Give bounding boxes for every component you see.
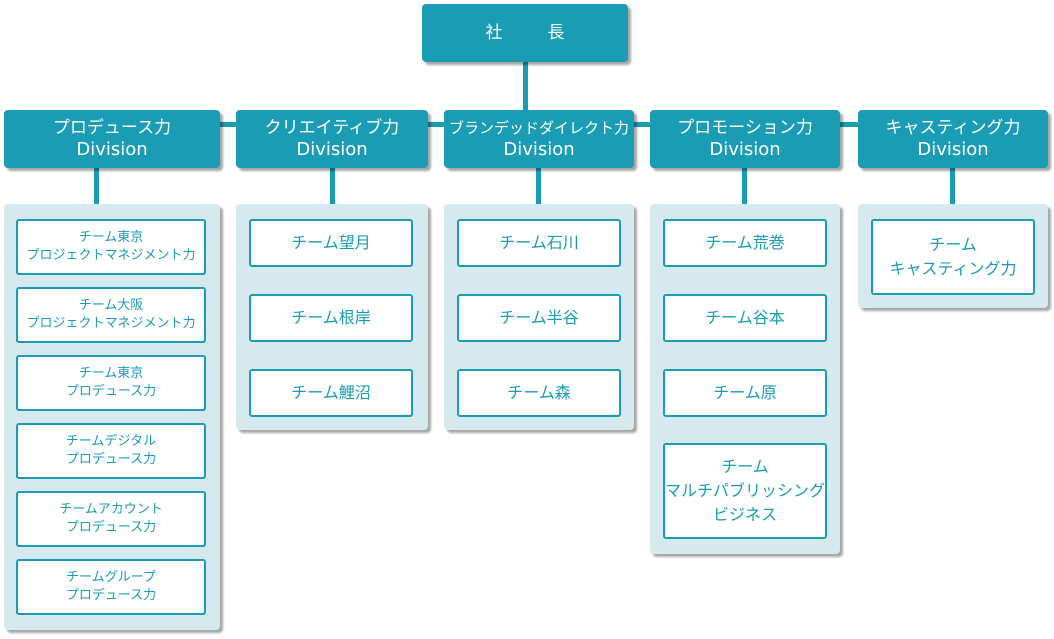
team-box: チーム キャスティング力 (871, 219, 1035, 295)
team-line: チーム (929, 235, 977, 254)
team-line: ビジネス (712, 505, 777, 524)
team-line: チーム森 (507, 383, 571, 402)
ceo-label: 社 長 (485, 23, 579, 43)
division-name: キャスティング力 (885, 118, 1021, 138)
team-box: チーム半谷 (457, 294, 621, 342)
team-box: チームグループ プロデュース力 (16, 559, 206, 615)
team-box: チーム原 (663, 369, 827, 417)
division-header-produce: プロデュース力 Division (4, 110, 220, 168)
division-sub: Division (296, 139, 368, 160)
team-line: チームグループ (66, 570, 156, 585)
connector-div5-panel (950, 168, 955, 204)
connector-div3-panel (536, 168, 541, 204)
division-name: ブランデッドダイレクト力 (448, 119, 629, 137)
team-box: チーム石川 (457, 219, 621, 267)
team-box: チーム荒巻 (663, 219, 827, 267)
team-box: チーム鯉沼 (249, 369, 413, 417)
connector-ceo-vertical (523, 62, 528, 112)
team-line: チーム半谷 (499, 308, 579, 327)
team-line: チームデジタル (65, 434, 157, 449)
division-sub: Division (503, 139, 575, 160)
team-line: チーム (721, 457, 769, 476)
team-line: チーム東京 (78, 230, 144, 245)
team-line: チーム東京 (78, 366, 144, 381)
division-sub: Division (917, 139, 989, 160)
team-line: プロデュース力 (65, 452, 157, 467)
team-box: チーム マルチパブリッシング ビジネス (663, 443, 827, 539)
team-box: チームデジタル プロデュース力 (16, 423, 206, 479)
team-line: プロジェクトマネジメント力 (26, 248, 196, 263)
connector-div2-panel (330, 168, 335, 204)
team-line: キャスティング力 (889, 259, 1017, 278)
division-name: クリエイティブ力 (264, 118, 400, 138)
team-box: チーム森 (457, 369, 621, 417)
division-sub: Division (76, 139, 148, 160)
team-box: チーム大阪 プロジェクトマネジメント力 (16, 287, 206, 343)
team-line: チーム根岸 (291, 308, 371, 327)
team-line: プロデュース力 (65, 588, 157, 603)
division-header-branded-direct: ブランデッドダイレクト力 Division (444, 110, 634, 168)
division-name: プロデュース力 (52, 118, 172, 138)
team-line: チーム谷本 (705, 308, 785, 327)
team-box: チーム望月 (249, 219, 413, 267)
team-line: マルチパブリッシング (665, 481, 826, 500)
team-box: チーム東京 プロジェクトマネジメント力 (16, 219, 206, 275)
connector-div1-panel (94, 168, 99, 204)
team-line: チーム石川 (499, 233, 579, 252)
team-box: チーム東京 プロデュース力 (16, 355, 206, 411)
division-sub: Division (709, 139, 781, 160)
team-line: プロデュース力 (65, 520, 157, 535)
connector-div4-panel (742, 168, 747, 204)
team-line: チーム鯉沼 (291, 383, 371, 402)
team-box: チーム根岸 (249, 294, 413, 342)
team-line: チーム荒巻 (705, 233, 785, 252)
team-line: チームアカウント (59, 502, 163, 517)
team-line: チーム原 (713, 383, 777, 402)
division-header-creative: クリエイティブ力 Division (236, 110, 428, 168)
team-line: プロジェクトマネジメント力 (26, 316, 196, 331)
team-box: チーム谷本 (663, 294, 827, 342)
team-line: チーム望月 (291, 233, 371, 252)
division-header-casting: キャスティング力 Division (858, 110, 1048, 168)
team-box: チームアカウント プロデュース力 (16, 491, 206, 547)
division-name: プロモーション力 (677, 118, 813, 138)
team-line: プロデュース力 (65, 384, 157, 399)
team-line: チーム大阪 (78, 298, 144, 313)
division-header-promotion: プロモーション力 Division (650, 110, 840, 168)
ceo-box: 社 長 (422, 4, 628, 62)
